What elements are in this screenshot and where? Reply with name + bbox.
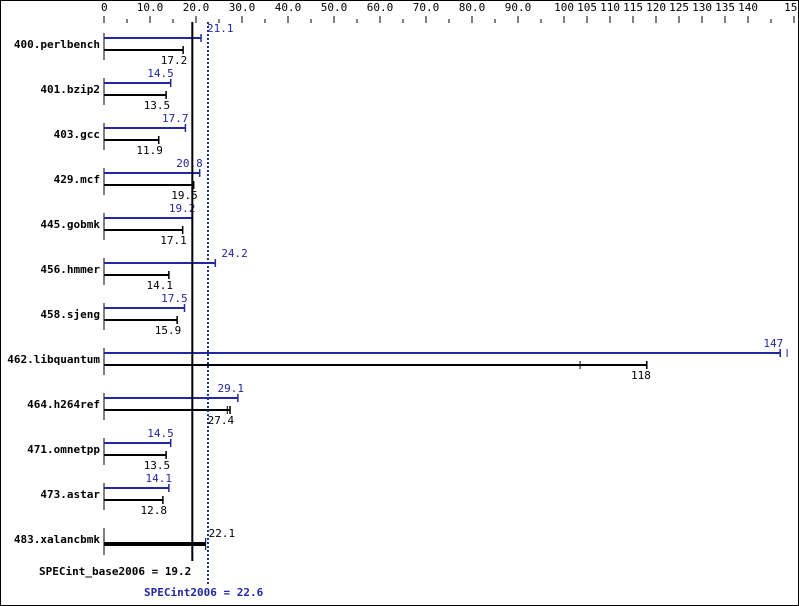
x-tick-label: 0 (101, 1, 108, 14)
benchmark-label: 471.omnetpp (27, 443, 100, 456)
x-tick-label: 120 (646, 1, 666, 14)
bar-base (104, 364, 647, 366)
bar-peak (104, 262, 216, 264)
bar-base (104, 94, 167, 96)
value-label-peak: 29.1 (217, 382, 244, 395)
x-tick-label: 90.0 (505, 1, 532, 14)
x-tick-label: 115 (623, 1, 643, 14)
x-tick-label: 60.0 (367, 1, 394, 14)
value-label-peak: 17.5 (161, 292, 188, 305)
benchmark-label: 462.libquantum (7, 353, 100, 366)
value-label-base: 13.5 (144, 99, 171, 112)
x-tick-label: 140 (738, 1, 758, 14)
bar-peak (104, 442, 171, 444)
value-label: 22.1 (209, 527, 236, 540)
bar-base (104, 184, 194, 186)
x-tick-label: 20.0 (183, 1, 210, 14)
bar-base (104, 274, 169, 276)
benchmark-label: 483.xalancbmk (14, 533, 100, 546)
benchmark-label: 464.h264ref (27, 398, 100, 411)
bar-base (104, 49, 184, 51)
bar-peak (104, 352, 781, 354)
benchmark-label: 473.astar (40, 488, 100, 501)
x-tick-label: 105 (577, 1, 597, 14)
value-label-peak: 14.5 (147, 427, 174, 440)
x-tick-label: 100 (554, 1, 574, 14)
x-tick-label: 40.0 (275, 1, 302, 14)
x-tick-label: 110 (600, 1, 620, 14)
bar-base (104, 409, 231, 411)
bar-base (104, 319, 178, 321)
bar-peak (104, 487, 169, 489)
bar-peak (104, 307, 185, 309)
value-label-base: 17.2 (161, 54, 188, 67)
x-tick-label: 50.0 (321, 1, 348, 14)
benchmark-label: 403.gcc (54, 128, 100, 141)
value-label-base: 27.4 (208, 414, 235, 427)
x-tick-label: 135 (715, 1, 735, 14)
value-label-base: 12.8 (140, 504, 167, 517)
value-label-base: 19.5 (171, 189, 198, 202)
bar-base (104, 454, 167, 456)
value-label-base: 14.1 (146, 279, 173, 292)
value-label-peak: 19.2 (169, 202, 196, 215)
benchmark-label: 445.gobmk (40, 218, 100, 231)
value-label-base: 11.9 (136, 144, 163, 157)
summary-peak-label: SPECint2006 = 22.6 (144, 586, 264, 599)
x-tick-label: 10.0 (137, 1, 164, 14)
x-tick-label: 125 (669, 1, 689, 14)
value-label-base: 15.9 (155, 324, 182, 337)
value-label-peak: 147 (763, 337, 783, 350)
value-label-peak: 24.2 (221, 247, 248, 260)
bar-peak (104, 397, 238, 399)
x-tick-label: 30.0 (229, 1, 256, 14)
value-label-peak: 17.7 (162, 112, 189, 125)
bar-peak (104, 172, 200, 174)
benchmark-label: 429.mcf (54, 173, 100, 186)
bar-base (104, 499, 163, 501)
bar-peak (104, 217, 193, 219)
x-tick-label: 150 (784, 1, 799, 14)
benchmark-label: 458.sjeng (40, 308, 100, 321)
value-label-peak: 14.1 (145, 472, 172, 485)
value-label-base: 13.5 (144, 459, 171, 472)
summary-base-label: SPECint_base2006 = 19.2 (39, 565, 191, 578)
value-label-peak: 21.1 (207, 22, 234, 35)
benchmark-label: 400.perlbench (14, 38, 100, 51)
bar-peak (104, 37, 202, 39)
value-label-peak: 14.5 (147, 67, 174, 80)
benchmark-label: 401.bzip2 (40, 83, 100, 96)
bar-base (104, 139, 159, 141)
value-label-base: 118 (631, 369, 651, 382)
value-label-peak: 20.8 (176, 157, 203, 170)
x-tick-label: 130 (692, 1, 712, 14)
bar-base (104, 229, 183, 231)
benchmark-label: 456.hmmer (40, 263, 100, 276)
value-label-base: 17.1 (160, 234, 187, 247)
bar-peak (104, 127, 186, 129)
bar-peak (104, 82, 171, 84)
bar-base-peak (104, 542, 206, 546)
x-tick-label: 70.0 (413, 1, 440, 14)
x-tick-label: 80.0 (459, 1, 486, 14)
